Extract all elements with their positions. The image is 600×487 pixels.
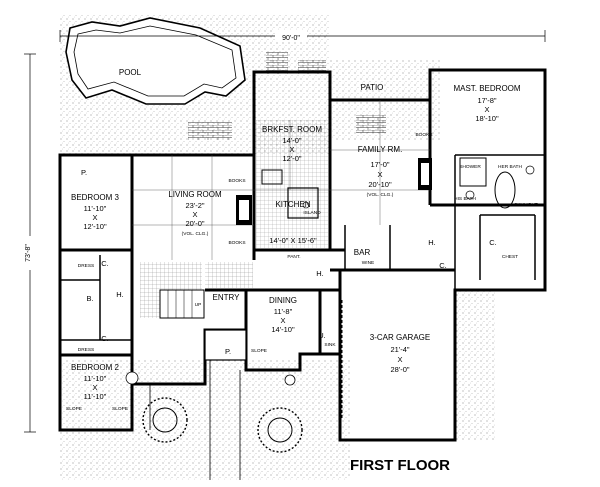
living-name: LIVING ROOM [168, 190, 222, 199]
utility-u-label: U. [318, 331, 326, 340]
shower-label: SHOWER [459, 164, 481, 170]
closet-c-label-b3: C. [101, 259, 109, 268]
breakfast-depth: 12'-0" [282, 154, 301, 163]
entry-stair [159, 289, 205, 319]
garage-x: X [397, 355, 402, 364]
family-depth: 20'-10" [368, 180, 392, 189]
dining-name: DINING [269, 296, 297, 305]
bedroom2-name: BEDROOM 2 [71, 363, 120, 372]
slope-label-right: SLOPE [112, 406, 128, 412]
master-bedroom-width: 17'-8" [477, 96, 496, 105]
books-label-living-bottom: BOOKS [228, 240, 245, 246]
master-bedroom-x: X [484, 105, 489, 114]
family-x: X [377, 170, 382, 179]
master-bedroom-depth: 18'-10" [475, 114, 499, 123]
hall-h-label-left: H. [116, 290, 124, 299]
hall-h-label-center: H. [316, 269, 324, 278]
floor-title: FIRST FLOOR [350, 457, 450, 474]
family-note: (VOL. CLG.) [367, 192, 394, 198]
patio-label: PATIO [361, 83, 384, 92]
bedroom3-depth: 12'-10" [83, 222, 107, 231]
breakfast-x: X [289, 145, 294, 154]
hall-h-label-right: H. [428, 238, 436, 247]
front-porch [149, 329, 247, 480]
living-depth: 20'-0" [185, 219, 204, 228]
sink-label: SINK [324, 342, 336, 348]
landscaping-trees [125, 371, 303, 453]
overall-depth: 73'-8" [25, 244, 32, 262]
bar-wine: WINE [362, 260, 375, 266]
dining-x: X [280, 316, 285, 325]
pool: POOL [65, 17, 246, 105]
stair-up-label: UP [195, 302, 202, 308]
bedroom2-x: X [92, 383, 97, 392]
master-bath-fixtures [459, 157, 535, 209]
kitchen-name: KITCHEN [275, 200, 310, 209]
bath-b-label: B. [86, 294, 93, 303]
dining-depth: 14'-10" [271, 325, 295, 334]
breakfast-name: BRKFST. ROOM [262, 125, 322, 134]
dress-label-b3: DRESS [78, 263, 95, 269]
garage-name: 3-CAR GARAGE [370, 333, 430, 342]
dress-label-b2: DRESS [78, 347, 95, 353]
bedroom2-depth: 11'-10" [84, 392, 107, 401]
entry-name: ENTRY [213, 293, 241, 302]
family-width: 17'-0" [370, 160, 389, 169]
pool-label: POOL [119, 68, 142, 77]
family-name: FAMILY RM. [358, 145, 403, 154]
slope-label-dining: SLOPE [251, 348, 267, 354]
closet-c-label-master: C. [489, 238, 497, 247]
her-bath-label: HER BATH [498, 164, 522, 170]
overall-width: 90'-0" [282, 35, 300, 42]
fireplaces [236, 158, 432, 225]
annotation-labels: BOOKS BOOKS BOOKS SHOWER HER BATH HIS BA… [66, 132, 538, 412]
his-bath-label: HIS BATH [454, 196, 476, 202]
dimension-lines: 90'-0" 73'-8" [24, 30, 546, 433]
living-x: X [192, 210, 197, 219]
kitchen-island-label: ISLAND [303, 210, 321, 216]
bedroom3-name: BEDROOM 3 [71, 193, 120, 202]
closet-c-label-hall: C. [439, 261, 447, 270]
front-porch-p-label: P. [225, 347, 231, 356]
room-labels: PATIO MAST. BEDROOM 17'-8" X 18'-10" BRK… [71, 83, 521, 401]
living-note: (VOL. CLG.) [182, 231, 209, 237]
chest-label: CHEST [502, 254, 518, 260]
garage-doors [341, 300, 456, 430]
porch-p-label: P. [81, 168, 87, 177]
skylight-label: SKYLIGHT [514, 202, 538, 208]
books-label-family: BOOKS [415, 132, 432, 138]
books-label-living-top: BOOKS [228, 178, 245, 184]
kitchen-island [261, 169, 319, 219]
living-width: 23'-2" [185, 201, 204, 210]
garage-width: 21'-4" [390, 345, 409, 354]
bar-name: BAR [354, 248, 371, 257]
kitchen-size: 14'-0" X 15'-6" [269, 236, 317, 245]
master-bedroom-name: MAST. BEDROOM [453, 84, 520, 93]
pantry-label: PANT. [287, 254, 300, 260]
closet-c-label-b2: C. [101, 334, 109, 343]
breakfast-width: 14'-0" [282, 136, 301, 145]
dining-width: 11'-8" [274, 307, 293, 316]
bedroom3-x: X [92, 213, 97, 222]
bedroom2-width: 11'-10" [84, 374, 107, 383]
bedroom3-width: 11'-10" [84, 204, 107, 213]
garage-depth: 28'-0" [390, 365, 409, 374]
slope-label-left: SLOPE [66, 406, 82, 412]
interior-walls [60, 100, 545, 440]
